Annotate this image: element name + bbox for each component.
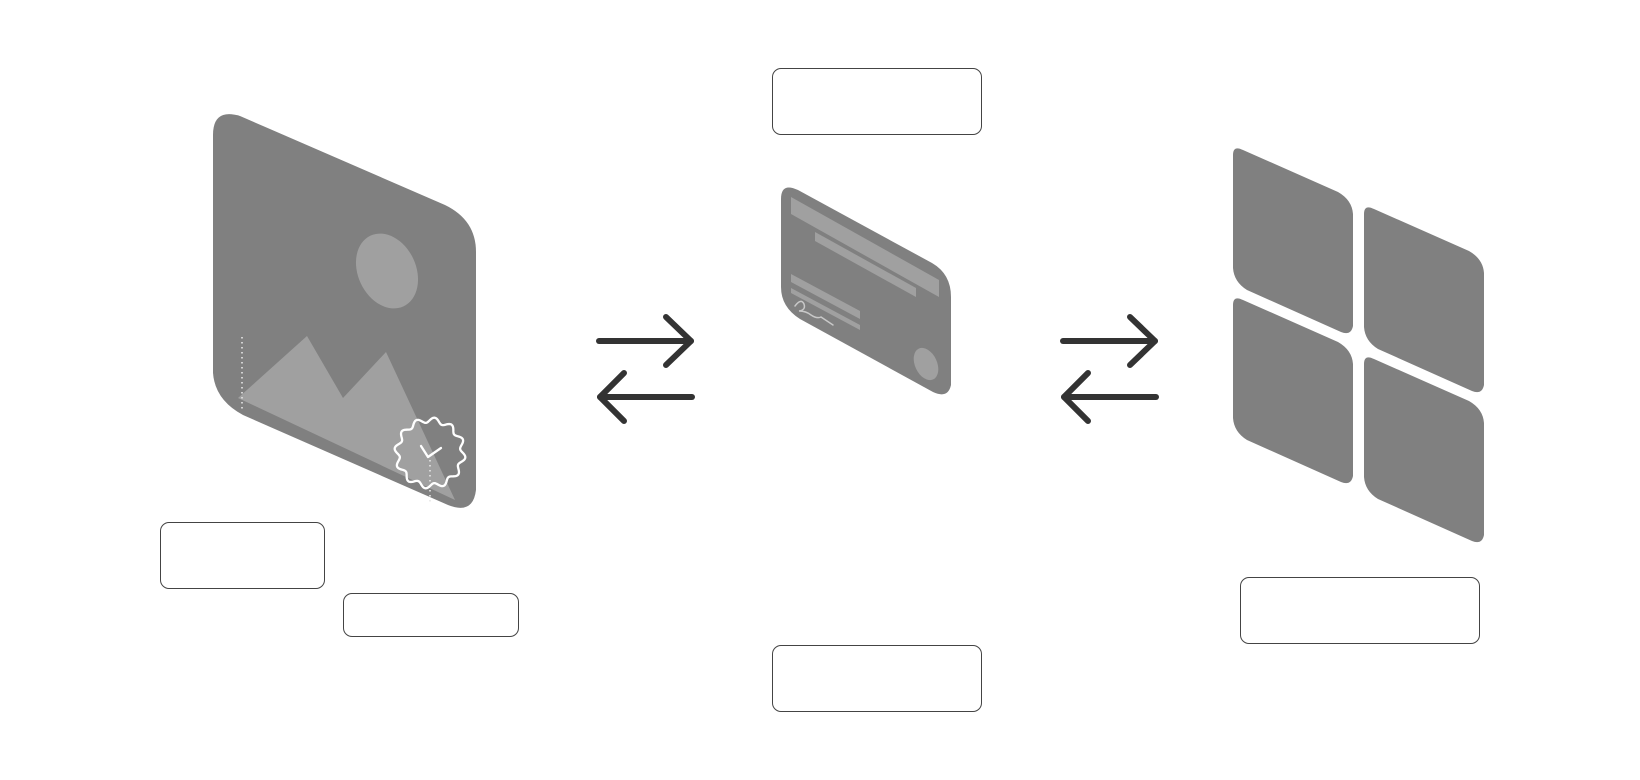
photo-panel-icon xyxy=(213,114,476,508)
swap-arrows-icon xyxy=(596,314,695,424)
label-box-card-top xyxy=(772,68,982,135)
card-text-line-1 xyxy=(815,232,916,297)
signature-icon xyxy=(794,300,834,326)
card-header-stripe xyxy=(791,197,939,297)
four-tile-grid-icon xyxy=(1233,148,1484,543)
label-box-card-bottom xyxy=(772,645,982,712)
tile-top-left xyxy=(1233,148,1353,334)
label-box-image-top xyxy=(160,522,325,589)
sun-shape xyxy=(355,233,419,309)
swap-arrows-icon xyxy=(1060,314,1159,424)
mountain-shape xyxy=(238,336,455,500)
label-box-tiles xyxy=(1240,577,1480,644)
photo-panel-body xyxy=(213,114,476,508)
label-box-image-bottom xyxy=(343,593,519,637)
card-text-line-3 xyxy=(791,288,860,330)
card-chip-dot xyxy=(913,347,939,381)
tile-bottom-right xyxy=(1364,357,1484,543)
tile-bottom-left xyxy=(1233,298,1353,484)
tile-top-right xyxy=(1364,207,1484,393)
badge-wavy-outline xyxy=(393,416,467,490)
id-card-icon xyxy=(781,187,951,395)
badge-checkmark-icon xyxy=(419,444,443,459)
card-text-line-2 xyxy=(791,274,860,319)
certified-badge-icon xyxy=(393,416,467,490)
